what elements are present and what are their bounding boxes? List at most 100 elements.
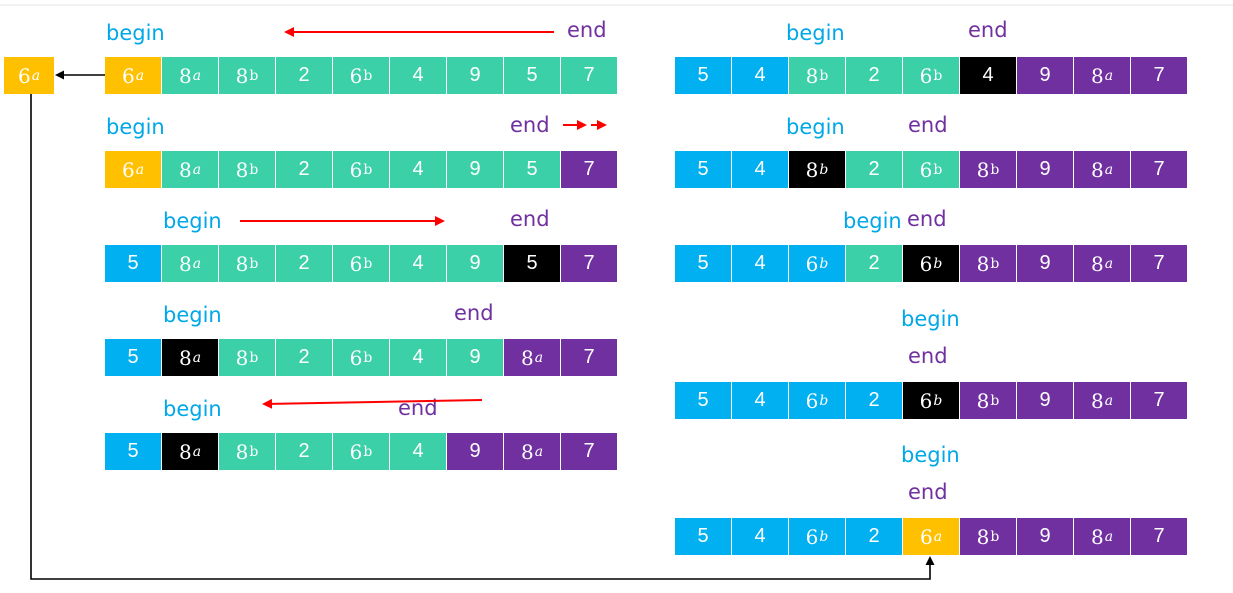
- cell-value: 4: [982, 64, 994, 86]
- cell-value: 6: [919, 388, 933, 413]
- end-label: end: [510, 207, 550, 231]
- cell-value: 5: [127, 440, 139, 462]
- cell-value: 2: [868, 389, 880, 411]
- cell-value: 5: [697, 252, 709, 274]
- array-cell: 7: [561, 433, 617, 470]
- array-cell: 4: [732, 382, 788, 419]
- cell-value: 8: [235, 157, 249, 182]
- cell-value: 8: [178, 63, 192, 88]
- array-cell: 9: [447, 433, 503, 470]
- cell-value: 5: [697, 158, 709, 180]
- begin-label: begin: [843, 209, 902, 233]
- cell-value: 4: [754, 389, 766, 411]
- cell-value: 8: [1090, 157, 1104, 182]
- cell-subscript: a: [135, 161, 145, 178]
- cell-subscript: b: [933, 392, 943, 409]
- cell-value: 2: [298, 252, 310, 274]
- cell-value: 4: [412, 346, 424, 368]
- array-cell: 4: [390, 151, 446, 188]
- cell-subscript: b: [819, 161, 829, 178]
- cell-value: 8: [1090, 524, 1104, 549]
- pivot-subscript: a: [31, 67, 41, 84]
- cell-value: 7: [1153, 64, 1165, 86]
- cell-subscript: a: [135, 67, 145, 84]
- cell-value: 2: [868, 525, 880, 547]
- cell-value: 6: [919, 157, 933, 182]
- cell-subscript: a: [1104, 392, 1114, 409]
- cell-subscript: a: [1104, 255, 1114, 272]
- cell-value: 4: [754, 525, 766, 547]
- cell-value: 8: [976, 157, 990, 182]
- cell-value: 8: [1090, 251, 1104, 276]
- cell-value: 6: [919, 251, 933, 276]
- array-cell: 4: [732, 518, 788, 555]
- cell-value: 5: [526, 64, 538, 86]
- end-label: end: [968, 18, 1008, 42]
- end-label: end: [510, 113, 550, 137]
- begin-label: begin: [786, 21, 845, 45]
- cell-value: 2: [298, 440, 310, 462]
- array-cell: 5: [105, 433, 161, 470]
- cell-subscript: a: [1104, 528, 1114, 545]
- cell-value: 9: [469, 158, 481, 180]
- cell-value: 7: [583, 64, 595, 86]
- cell-value: 9: [469, 346, 481, 368]
- cell-subscript: a: [1104, 161, 1114, 178]
- cell-value: 4: [412, 64, 424, 86]
- cell-value: 2: [298, 64, 310, 86]
- cell-value: 9: [1039, 389, 1051, 411]
- cell-value: 2: [298, 158, 310, 180]
- cell-value: 7: [1153, 525, 1165, 547]
- cell-subscript: a: [1104, 67, 1114, 84]
- array-cell: 4: [390, 57, 446, 94]
- cell-subscript: b: [249, 349, 259, 366]
- array-cell: 2: [276, 339, 332, 376]
- cell-subscript: a: [933, 528, 943, 545]
- cell-subscript: b: [990, 528, 1000, 545]
- cell-subscript: b: [249, 161, 259, 178]
- array-cell: 4: [732, 245, 788, 282]
- cell-value: 5: [127, 346, 139, 368]
- cell-value: 4: [412, 440, 424, 462]
- array-cell: 4: [732, 57, 788, 94]
- cell-value: 6: [121, 157, 135, 182]
- array-cell: 9: [1017, 245, 1073, 282]
- array-cell: 2: [276, 245, 332, 282]
- array-cell: 5: [504, 57, 560, 94]
- cell-value: 8: [1090, 388, 1104, 413]
- array-cell: 4: [390, 433, 446, 470]
- cell-value: 8: [178, 345, 192, 370]
- array-cell: 2: [276, 57, 332, 94]
- cell-subscript: a: [192, 255, 202, 272]
- cell-value: 8: [976, 524, 990, 549]
- begin-label: begin: [786, 115, 845, 139]
- cell-subscript: b: [363, 255, 373, 272]
- begin-label: begin: [163, 303, 222, 327]
- array-cell: 4: [732, 151, 788, 188]
- cell-subscript: a: [192, 443, 202, 460]
- cell-subscript: a: [192, 161, 202, 178]
- cell-subscript: b: [990, 392, 1000, 409]
- cell-subscript: b: [819, 392, 829, 409]
- cell-subscript: b: [933, 255, 943, 272]
